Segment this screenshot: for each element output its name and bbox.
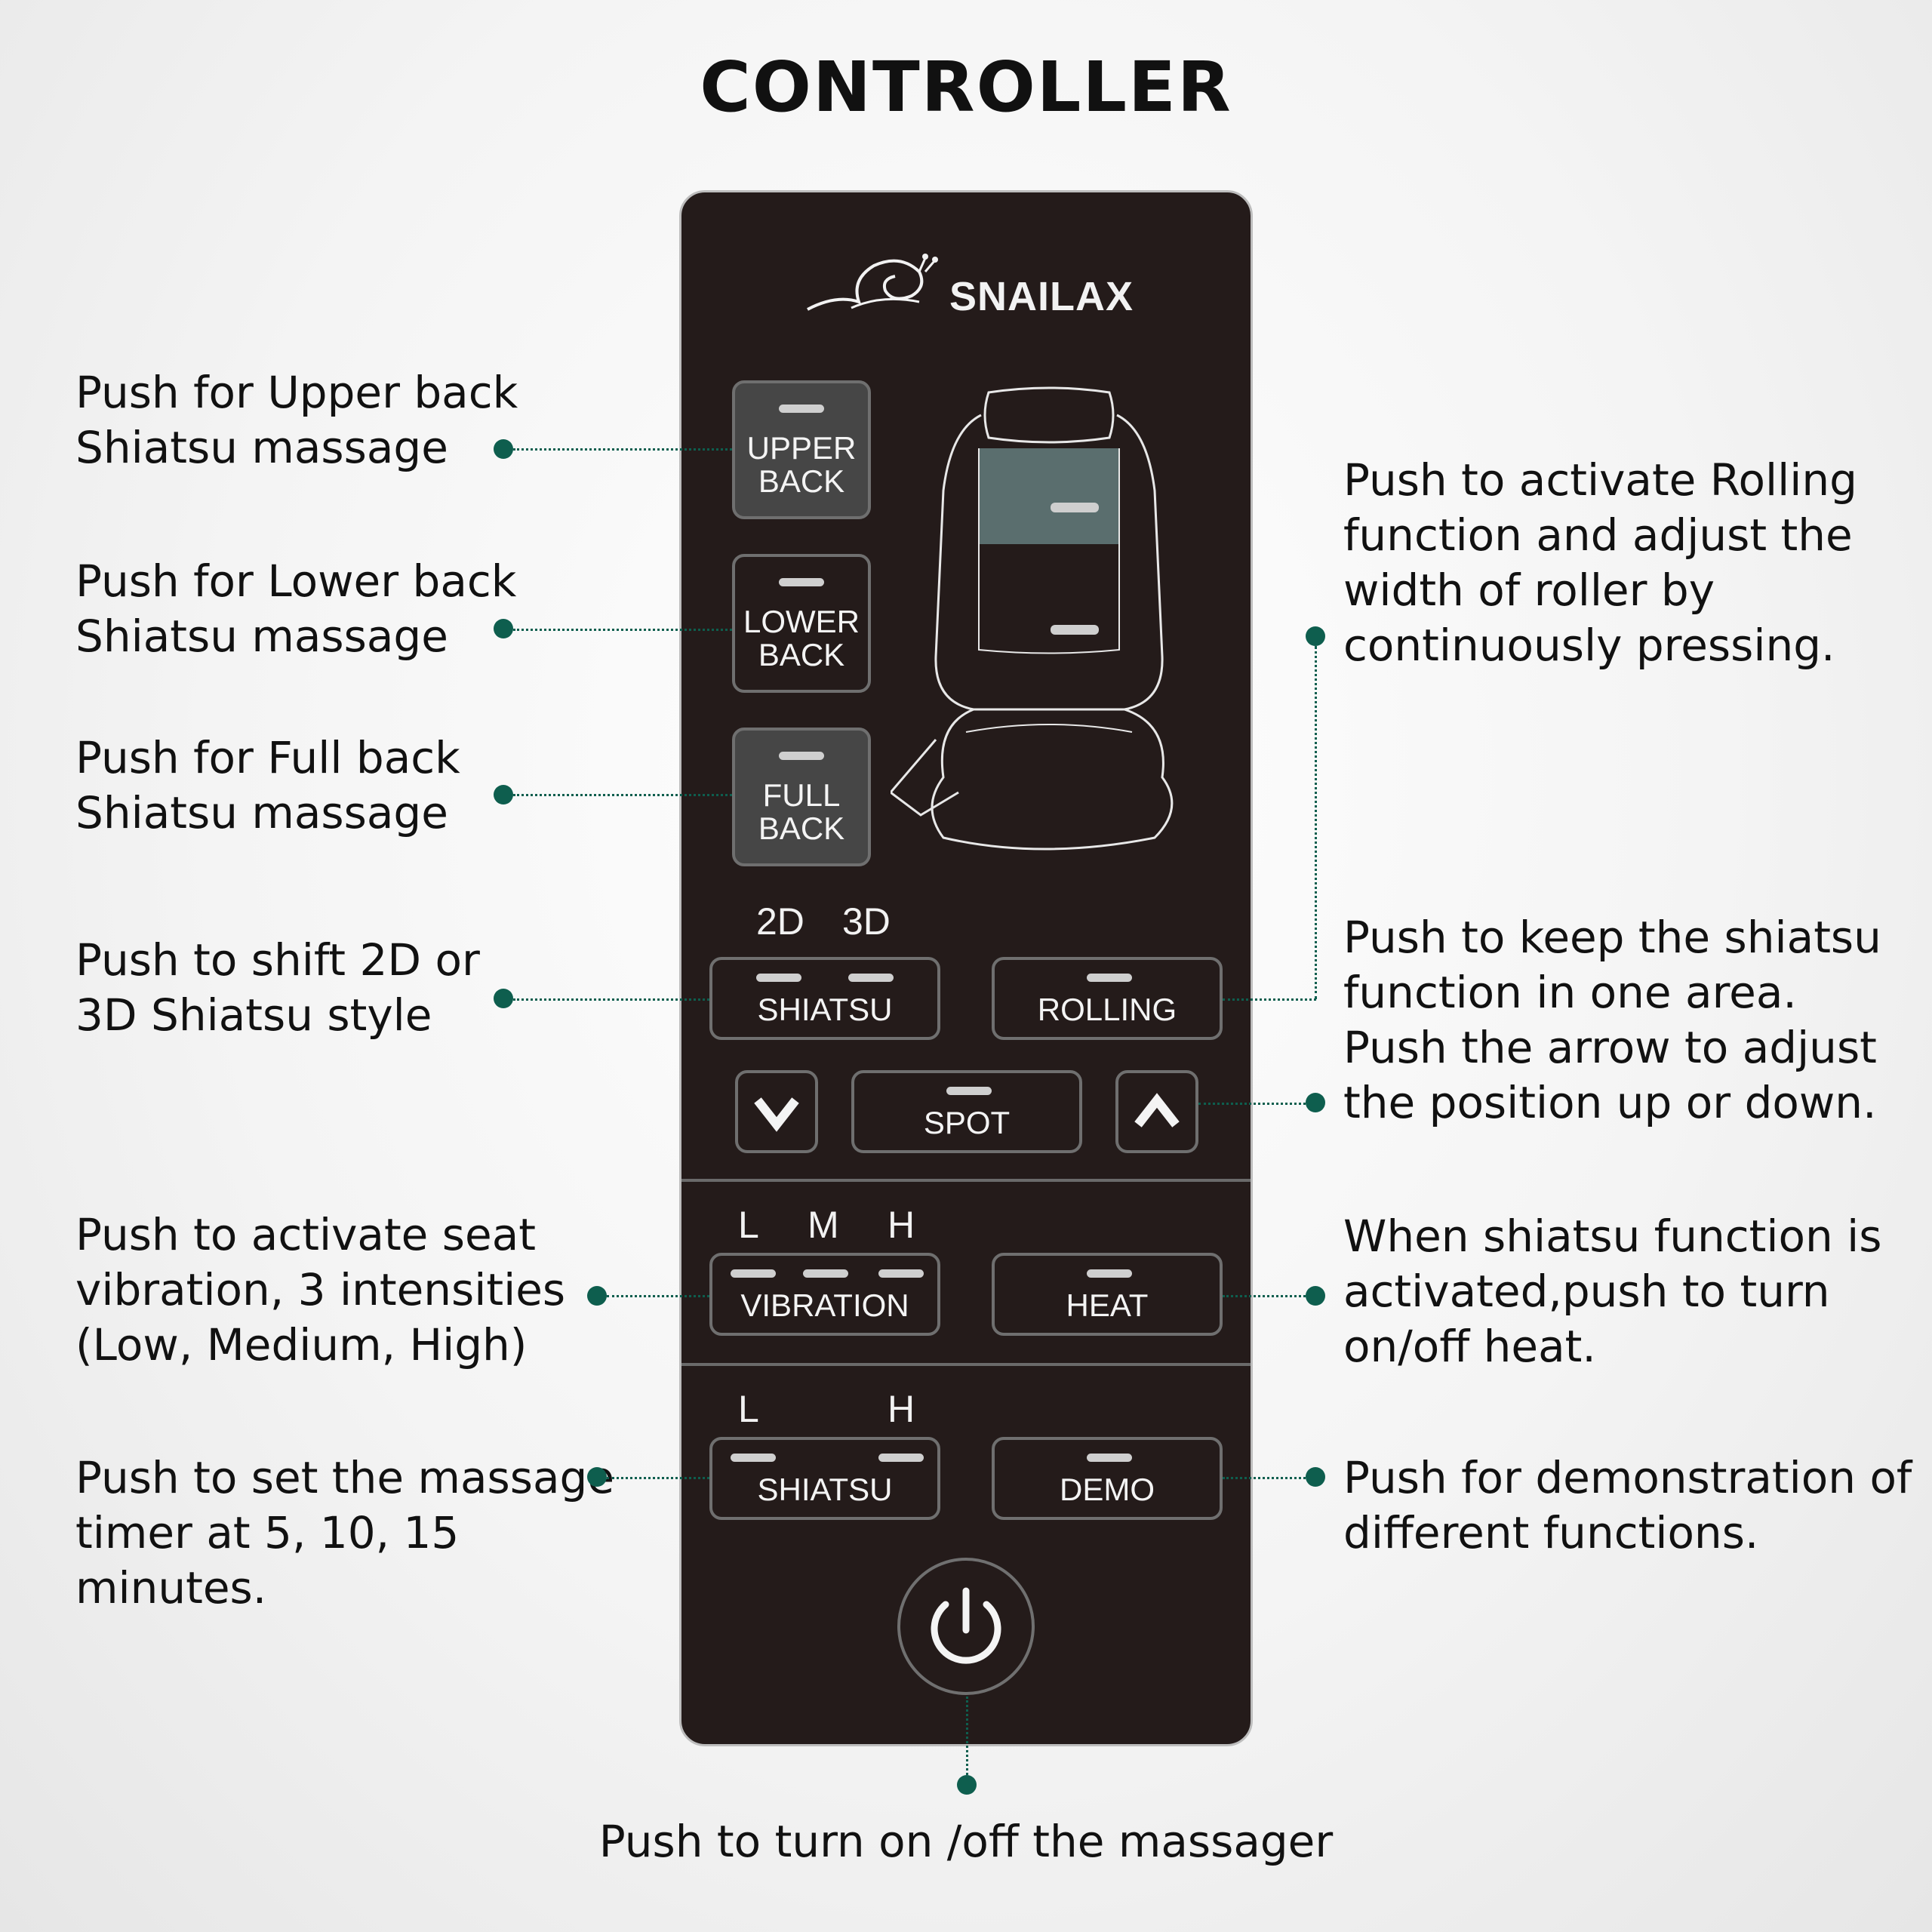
label-2d: 2D xyxy=(756,900,804,943)
vibration-button[interactable]: VIBRATION xyxy=(709,1253,940,1336)
shiatsu-label: SHIATSU xyxy=(757,992,893,1027)
note-lower-back: Push for Lower back Shiatsu massage xyxy=(75,555,517,662)
indicator-light xyxy=(779,578,824,586)
timer-shiatsu-label: SHIATSU xyxy=(757,1472,893,1507)
snail-logo-icon xyxy=(807,254,938,311)
note-demo: Push for demonstration of different func… xyxy=(1343,1452,1912,1558)
indicator-light xyxy=(878,1269,924,1278)
indicator-light xyxy=(848,974,894,982)
indicator-light xyxy=(756,974,801,982)
demo-button[interactable]: DEMO xyxy=(992,1437,1223,1520)
timer-high-label: H xyxy=(888,1388,915,1430)
note-vibration: Push to activate seat vibration, 3 inten… xyxy=(75,1209,566,1371)
note-spot: Push to keep the shiatsu function in one… xyxy=(1343,912,1881,1128)
demo-label: DEMO xyxy=(1060,1472,1155,1507)
spot-button[interactable]: SPOT xyxy=(851,1070,1082,1153)
callout-line xyxy=(1198,1103,1306,1105)
note-rolling: Push to activate Rolling function and ad… xyxy=(1343,454,1857,671)
chevron-up-icon xyxy=(1134,1093,1180,1128)
vibration-high-label: H xyxy=(888,1204,915,1246)
note-timer: Push to set the massage timer at 5, 10, … xyxy=(75,1452,615,1614)
lower-back-label: LOWER BACK xyxy=(743,604,860,672)
chevron-down-icon xyxy=(754,1097,799,1132)
callout-line xyxy=(1223,1295,1306,1297)
callout-line xyxy=(513,794,732,796)
note-heat: When shiatsu function is activated,push … xyxy=(1343,1211,1882,1372)
seat-cushion-icon xyxy=(891,386,1174,851)
timer-shiatsu-button[interactable]: SHIATSU xyxy=(709,1437,940,1520)
callout-line xyxy=(513,629,732,631)
divider xyxy=(681,1179,1251,1182)
callout-dot xyxy=(587,1467,607,1487)
callout-line xyxy=(1223,1477,1306,1479)
callout-dot xyxy=(1306,1093,1325,1112)
callout-dot xyxy=(494,439,513,459)
callout-line xyxy=(513,448,732,451)
note-upper-back: Push for Upper back Shiatsu massage xyxy=(75,367,518,473)
power-icon xyxy=(931,1587,1001,1664)
callout-dot xyxy=(957,1775,977,1795)
callout-line xyxy=(513,998,709,1001)
indicator-light xyxy=(803,1269,848,1278)
indicator-light xyxy=(731,1269,776,1278)
indicator-light xyxy=(1087,1454,1132,1462)
note-shift-2d-3d: Push to shift 2D or 3D Shiatsu style xyxy=(75,934,480,1041)
down-arrow-button[interactable] xyxy=(735,1070,818,1153)
callout-line xyxy=(607,1295,709,1297)
full-back-label: FULL BACK xyxy=(758,777,845,846)
indicator-light xyxy=(779,752,824,760)
upper-back-button[interactable]: UPPER BACK xyxy=(732,380,871,519)
lower-back-button[interactable]: LOWER BACK xyxy=(732,554,871,693)
timer-low-label: L xyxy=(738,1388,759,1430)
callout-dot xyxy=(587,1286,607,1306)
indicator-light xyxy=(946,1087,992,1095)
vibration-label: VIBRATION xyxy=(740,1287,909,1323)
shiatsu-style-button[interactable]: SHIATSU xyxy=(709,957,940,1040)
divider xyxy=(681,1363,1251,1366)
callout-line xyxy=(607,1477,709,1479)
upper-back-label: UPPER BACK xyxy=(746,430,857,499)
callout-line xyxy=(1223,998,1316,1001)
rolling-button[interactable]: ROLLING xyxy=(992,957,1223,1040)
note-power: Push to turn on /off the massager xyxy=(598,1816,1334,1867)
callout-dot xyxy=(1306,1286,1325,1306)
indicator-light xyxy=(731,1454,776,1462)
callout-dot xyxy=(494,989,513,1008)
spot-label: SPOT xyxy=(923,1105,1011,1140)
indicator-light xyxy=(878,1454,924,1462)
indicator-light xyxy=(1087,1269,1132,1278)
callout-line xyxy=(1315,646,1317,999)
indicator-light xyxy=(1087,974,1132,982)
page-title: CONTROLLER xyxy=(700,47,1232,128)
brand-name: SNAILAX xyxy=(949,274,1134,319)
callout-dot xyxy=(494,619,513,638)
vibration-low-label: L xyxy=(738,1204,759,1246)
callout-dot xyxy=(1306,626,1325,646)
callout-dot xyxy=(1306,1467,1325,1487)
indicator-light xyxy=(779,405,824,413)
callout-dot xyxy=(494,785,513,804)
label-3d: 3D xyxy=(842,900,891,943)
vibration-medium-label: M xyxy=(808,1204,839,1246)
up-arrow-button[interactable] xyxy=(1115,1070,1198,1153)
callout-line xyxy=(966,1697,968,1780)
rolling-label: ROLLING xyxy=(1037,992,1177,1027)
heat-label: HEAT xyxy=(1066,1287,1149,1323)
heat-button[interactable]: HEAT xyxy=(992,1253,1223,1336)
power-button[interactable] xyxy=(897,1558,1035,1695)
full-back-button[interactable]: FULL BACK xyxy=(732,728,871,866)
note-full-back: Push for Full back Shiatsu massage xyxy=(75,732,460,838)
